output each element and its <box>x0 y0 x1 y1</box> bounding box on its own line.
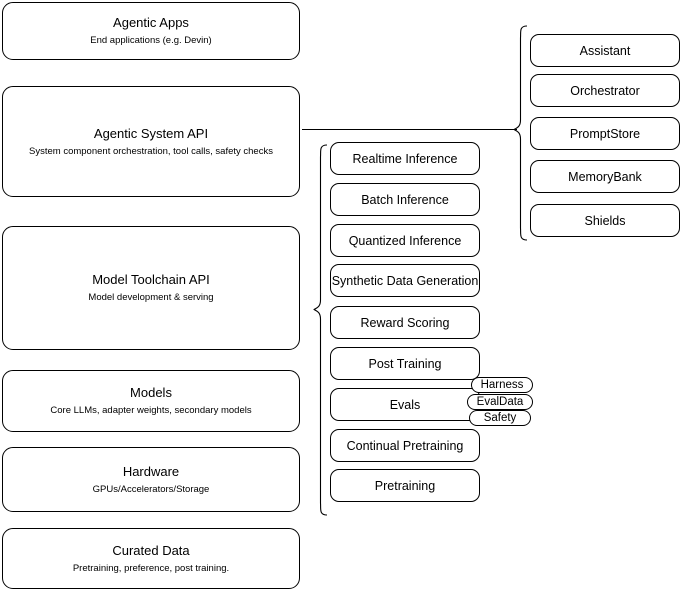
component-memorybank[interactable]: MemoryBank <box>530 160 680 193</box>
capability-label: Evals <box>389 397 421 412</box>
capability-label: Pretraining <box>374 478 436 493</box>
component-label: Orchestrator <box>570 83 640 98</box>
component-promptstore[interactable]: PromptStore <box>530 117 680 150</box>
capability-continual-pretraining[interactable]: Continual Pretraining <box>330 429 480 462</box>
capability-label: Realtime Inference <box>352 151 458 166</box>
capability-label: Reward Scoring <box>360 315 450 330</box>
eval-pill-label: Safety <box>483 412 517 424</box>
layer-subtitle: End applications (e.g. Devin) <box>90 35 212 46</box>
component-label: Shields <box>584 213 626 228</box>
component-label: MemoryBank <box>568 169 642 184</box>
capability-batch-inference[interactable]: Batch Inference <box>330 183 480 216</box>
capability-quantized-inference[interactable]: Quantized Inference <box>330 224 480 257</box>
layer-subtitle: Pretraining, preference, post training. <box>72 562 230 574</box>
capability-evals[interactable]: Evals <box>330 388 480 421</box>
layer-hardware[interactable]: Hardware GPUs/Accelerators/Storage <box>2 447 300 512</box>
capability-synthetic-data-generation[interactable]: Synthetic Data Generation <box>330 264 480 297</box>
eval-pill-label: Harness <box>480 379 524 391</box>
eval-pill-harness[interactable]: Harness <box>471 377 533 393</box>
layer-subtitle: GPUs/Accelerators/Storage <box>92 483 210 495</box>
layer-model-toolchain-api[interactable]: Model Toolchain API Model development & … <box>2 226 300 350</box>
layer-agentic-apps[interactable]: Agentic Apps End applications (e.g. Devi… <box>2 2 300 60</box>
component-label: Assistant <box>579 43 631 58</box>
capability-label: Quantized Inference <box>348 233 462 248</box>
component-label: PromptStore <box>569 126 641 141</box>
layer-subtitle: System component orchestration, tool cal… <box>29 145 273 157</box>
layer-title: Agentic System API <box>93 125 209 141</box>
capability-reward-scoring[interactable]: Reward Scoring <box>330 306 480 339</box>
eval-pill-evaldata[interactable]: EvalData <box>467 394 533 410</box>
layer-title: Model Toolchain API <box>92 272 210 287</box>
layer-agentic-system-api[interactable]: Agentic System API System component orch… <box>2 86 300 197</box>
brace-components <box>513 25 528 241</box>
capability-realtime-inference[interactable]: Realtime Inference <box>330 142 480 175</box>
capability-label: Post Training <box>368 356 442 371</box>
capability-post-training[interactable]: Post Training <box>330 347 480 380</box>
component-assistant[interactable]: Assistant <box>530 34 680 67</box>
component-orchestrator[interactable]: Orchestrator <box>530 74 680 107</box>
layer-title: Models <box>130 385 172 400</box>
brace-capabilities <box>313 144 328 516</box>
layer-title: Hardware <box>122 463 180 479</box>
layer-curated-data[interactable]: Curated Data Pretraining, preference, po… <box>2 528 300 589</box>
capability-label: Continual Pretraining <box>346 438 464 453</box>
capability-pretraining[interactable]: Pretraining <box>330 469 480 502</box>
eval-pill-safety[interactable]: Safety <box>469 410 531 426</box>
capability-label: Batch Inference <box>361 192 449 207</box>
layer-models[interactable]: Models Core LLMs, adapter weights, secon… <box>2 370 300 432</box>
eval-pill-label: EvalData <box>476 396 524 408</box>
layer-subtitle: Model development & serving <box>88 292 214 303</box>
component-shields[interactable]: Shields <box>530 204 680 237</box>
layer-title: Agentic Apps <box>113 15 189 30</box>
layer-subtitle: Core LLMs, adapter weights, secondary mo… <box>50 405 252 416</box>
capability-label: Synthetic Data Generation <box>331 273 479 288</box>
layer-title: Curated Data <box>112 542 190 558</box>
